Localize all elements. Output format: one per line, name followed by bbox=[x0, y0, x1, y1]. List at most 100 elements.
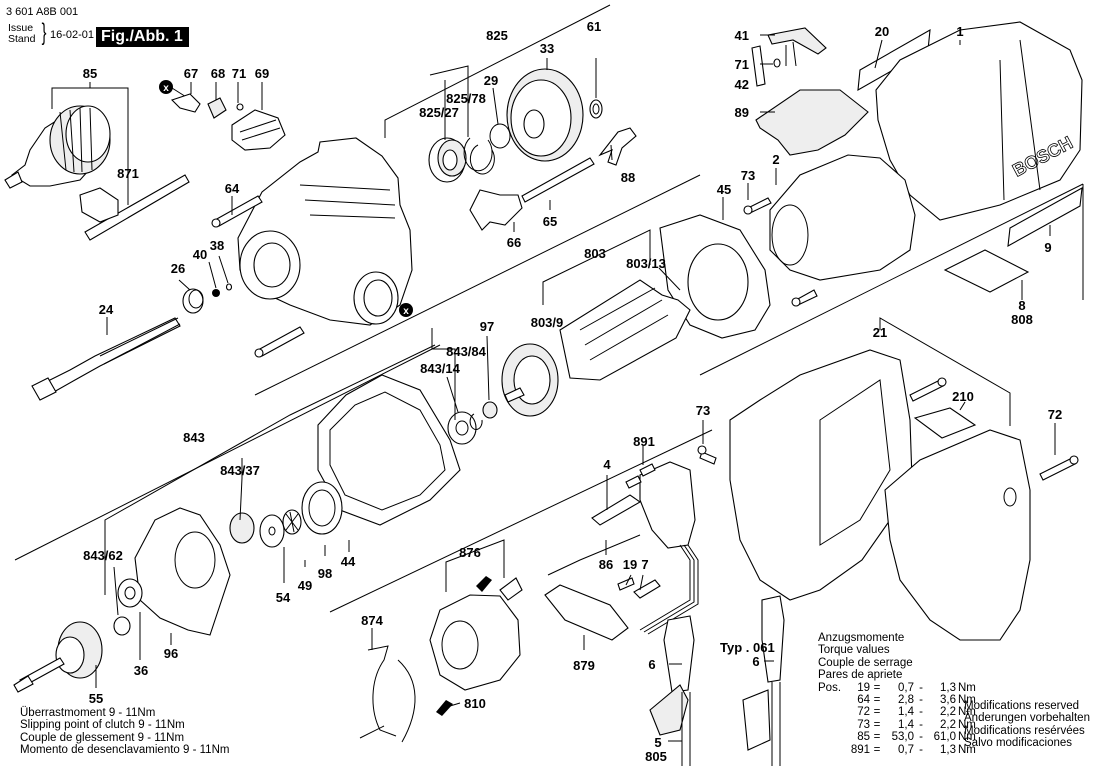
callout-49: 49 bbox=[298, 578, 312, 593]
clip-42 bbox=[751, 45, 766, 87]
callout-85: 85 bbox=[83, 66, 97, 81]
mods-es: Salvo modificaciones bbox=[964, 737, 1073, 750]
cord-guard-6 bbox=[649, 615, 695, 766]
callout-54: 54 bbox=[276, 590, 291, 605]
torque-max: 2,2 bbox=[940, 706, 956, 719]
divider-right-mid bbox=[699, 183, 1084, 376]
washer-61 bbox=[589, 99, 603, 119]
wire-86 bbox=[547, 534, 641, 576]
disc-54 bbox=[259, 514, 285, 548]
handle-half-left bbox=[729, 349, 913, 601]
brush-cover-89 bbox=[755, 89, 869, 156]
callout-68: 68 bbox=[211, 66, 225, 81]
torque-pos-label: Pos. bbox=[818, 681, 842, 694]
torque-unit: Nm bbox=[958, 694, 976, 707]
torque-pos-label bbox=[818, 706, 842, 718]
carbon-brush-upper bbox=[476, 576, 492, 592]
bearing-825-27 bbox=[428, 137, 467, 183]
torque-min: 1,4 bbox=[898, 718, 914, 731]
spindle-gear-55 bbox=[13, 621, 103, 693]
screw-64b bbox=[254, 326, 305, 358]
callout-6-typ061: 6 bbox=[752, 654, 759, 669]
frame-843 bbox=[104, 344, 436, 595]
callout-843-37: 843/37 bbox=[220, 463, 260, 478]
screw-64 bbox=[211, 195, 263, 228]
callout-33: 33 bbox=[540, 41, 554, 56]
brush-holder-876 bbox=[429, 539, 523, 691]
mods-en: Modifications reserved bbox=[964, 700, 1080, 712]
brush-cover-41 bbox=[767, 27, 827, 67]
callout-55: 55 bbox=[89, 691, 103, 706]
handle-half-right bbox=[884, 429, 1031, 641]
callout-5: 5 bbox=[654, 735, 661, 750]
callout-67: 67 bbox=[184, 66, 198, 81]
callout-24: 24 bbox=[99, 302, 114, 317]
callout-97: 97 bbox=[480, 319, 494, 334]
callout-871: 871 bbox=[117, 166, 139, 181]
callout-843-14: 843/14 bbox=[420, 361, 461, 376]
torque-pos-label bbox=[818, 719, 842, 731]
torque-equals: = bbox=[873, 681, 881, 694]
label-9 bbox=[1007, 187, 1083, 247]
torque-equals: = bbox=[873, 718, 881, 731]
torque-min: 0,7 bbox=[898, 681, 914, 694]
callout-38: 38 bbox=[210, 238, 224, 253]
callout-65: 65 bbox=[543, 214, 557, 229]
callout-45: 45 bbox=[717, 182, 731, 197]
callout-891: 891 bbox=[633, 434, 655, 449]
screw-73-lower bbox=[791, 289, 818, 307]
torque-heading-fr: Couple de serrage bbox=[818, 656, 913, 669]
callout-19: 19 bbox=[623, 557, 637, 572]
callout-843: 843 bbox=[183, 430, 205, 445]
leader-lines bbox=[95, 34, 1056, 742]
callout-843-84: 843/84 bbox=[446, 344, 487, 359]
callout-64: 64 bbox=[225, 181, 240, 196]
callout-44: 44 bbox=[341, 554, 356, 569]
torque-max: 61,0 bbox=[933, 731, 956, 744]
callout-73-top: 73 bbox=[741, 168, 755, 183]
callout-8: 8 bbox=[1018, 298, 1025, 313]
torque-values-table: Anzugsmomente Torque values Couple de se… bbox=[818, 632, 982, 756]
torque-dash: - bbox=[919, 681, 923, 694]
torque-max: 1,3 bbox=[940, 743, 956, 756]
callout-810: 810 bbox=[464, 696, 486, 711]
torque-min: 53,0 bbox=[891, 731, 914, 744]
callout-9: 9 bbox=[1044, 240, 1051, 255]
torque-max: 3,6 bbox=[940, 694, 956, 707]
modifications-note: Modifications reserved Änderungen vorbeh… bbox=[964, 700, 1090, 750]
torque-position: 64 bbox=[857, 694, 870, 707]
callout-71: 71 bbox=[232, 66, 246, 81]
lever-66 bbox=[469, 189, 523, 231]
issue-label-en: Issue bbox=[8, 22, 34, 34]
mods-fr: Modifications resérvées bbox=[964, 724, 1085, 737]
switch-4 bbox=[591, 461, 696, 549]
callout-4: 4 bbox=[603, 457, 611, 472]
spindle-24 bbox=[31, 317, 181, 401]
torque-pos-label bbox=[818, 694, 842, 706]
torque-equals: = bbox=[873, 706, 881, 719]
torque-min: 0,7 bbox=[898, 743, 914, 756]
torque-dash: - bbox=[919, 743, 923, 756]
screw-891 bbox=[625, 463, 656, 489]
callout-6: 6 bbox=[648, 657, 655, 672]
callout-72: 72 bbox=[1048, 407, 1062, 422]
type-label: Typ . 061 bbox=[720, 640, 775, 655]
callout-26: 26 bbox=[171, 261, 185, 276]
group-frames bbox=[14, 4, 1084, 613]
bearing-97 bbox=[482, 401, 498, 419]
gear-housing-96 bbox=[134, 507, 231, 636]
callout-825-78: 825/78 bbox=[446, 91, 486, 106]
callout-843-62: 843/62 bbox=[83, 548, 123, 563]
torque-min: 1,4 bbox=[898, 706, 914, 719]
callout-42: 42 bbox=[735, 77, 749, 92]
torque-heading-en: Torque values bbox=[818, 644, 890, 657]
motor-housing-1: BOSCH bbox=[875, 21, 1083, 221]
spring-26 bbox=[182, 288, 204, 314]
pin-65 bbox=[521, 157, 595, 203]
torque-heading-de: Anzugsmomente bbox=[818, 632, 905, 644]
divider-upper bbox=[254, 174, 701, 396]
